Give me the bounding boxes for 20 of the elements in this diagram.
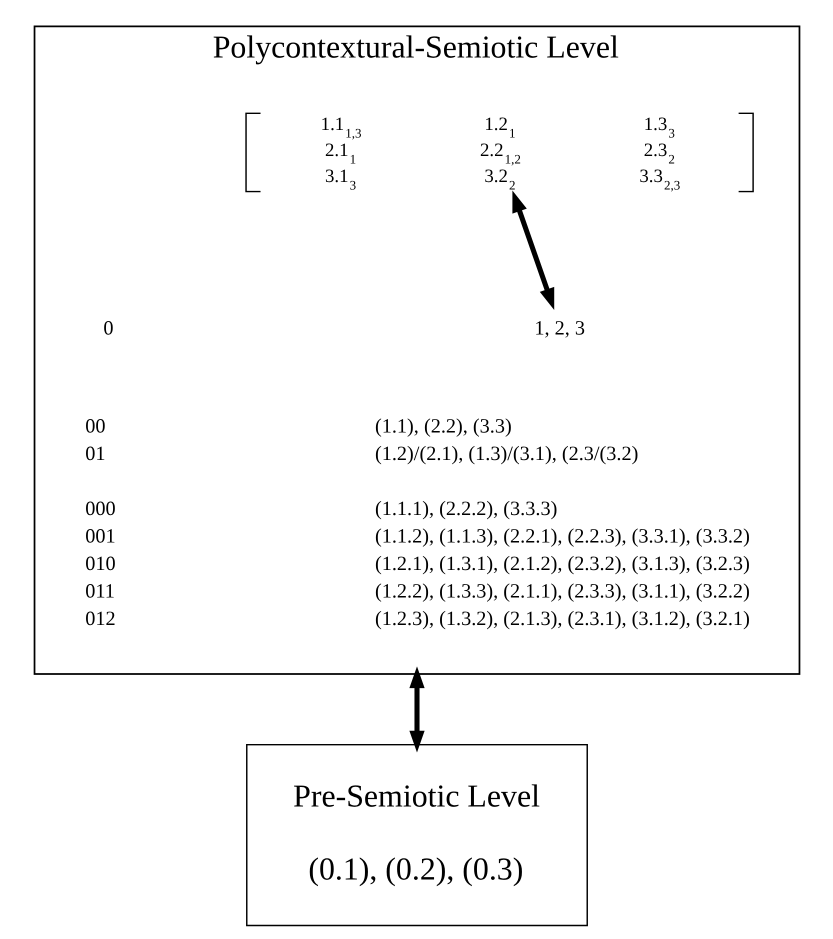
label: 011	[84, 580, 114, 602]
label: 0	[102, 317, 113, 340]
label: (1.2.1), (1.3.1), (2.1.2), (2.3.2), (3.1.3), (3.2.3)	[374, 552, 750, 574]
node-text: 1, 2, 3	[534, 317, 585, 340]
arrow	[408, 666, 424, 752]
arrow	[512, 190, 554, 310]
label: (1.1.1), (2.2.2), (3.3.3)	[374, 497, 557, 520]
label: (1.2)/(2.1), (1.3)/(3.1), (2.3/(3.2)	[374, 442, 638, 464]
label: 010	[84, 552, 116, 574]
label: 000	[84, 497, 116, 520]
label: 012	[84, 608, 116, 630]
label: (1.2.3), (1.3.2), (2.1.3), (2.3.1), (3.1.2), (3.2.1)	[374, 608, 750, 630]
label: 00	[84, 414, 105, 437]
label: (1.1.2), (1.1.3), (2.2.1), (2.2.3), (3.3.1), (3.3.2)	[374, 524, 750, 547]
node-box: Pre-Semiotic Level (0.1), (0.2), (0.3)	[246, 743, 588, 926]
node-text: 1.1$_{1,3}$ 1.2$_{1}$ 1.3$_{3}$ 2.1$_{1}$ 2.2$_{1,2}$ 2.3$_{2}$ 3.1$_{3}$ 3.2$_{2}$ 3.3$_{2,3}$	[320, 113, 680, 192]
label: 001	[84, 524, 116, 547]
label: (1.1), (2.2), (3.3)	[374, 414, 512, 437]
label: (1.2.2), (1.3.3), (2.1.1), (2.3.3), (3.1.1), (3.2.2)	[374, 580, 750, 602]
label: 01	[84, 442, 105, 464]
